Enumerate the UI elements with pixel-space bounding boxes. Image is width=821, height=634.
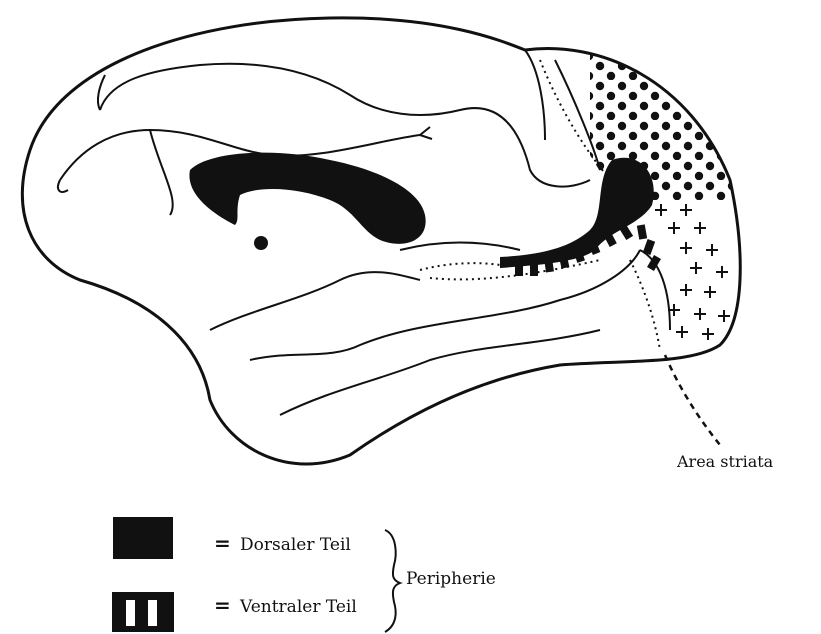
legend-label-ventral: Ventraler Teil bbox=[240, 597, 357, 617]
anterior-commissure bbox=[254, 236, 268, 250]
legend-group-label: Peripherie bbox=[406, 569, 496, 589]
legend-equals-1: = bbox=[214, 531, 231, 555]
legend-brace bbox=[385, 530, 400, 632]
legend-swatch-ventral bbox=[112, 592, 174, 632]
area-striata-label: Area striata bbox=[677, 452, 773, 471]
legend-equals-2: = bbox=[214, 593, 231, 617]
legend-swatch-dorsal bbox=[113, 517, 173, 559]
area-pointer-line bbox=[665, 355, 720, 445]
legend-label-dorsal: Dorsaler Teil bbox=[240, 535, 351, 555]
